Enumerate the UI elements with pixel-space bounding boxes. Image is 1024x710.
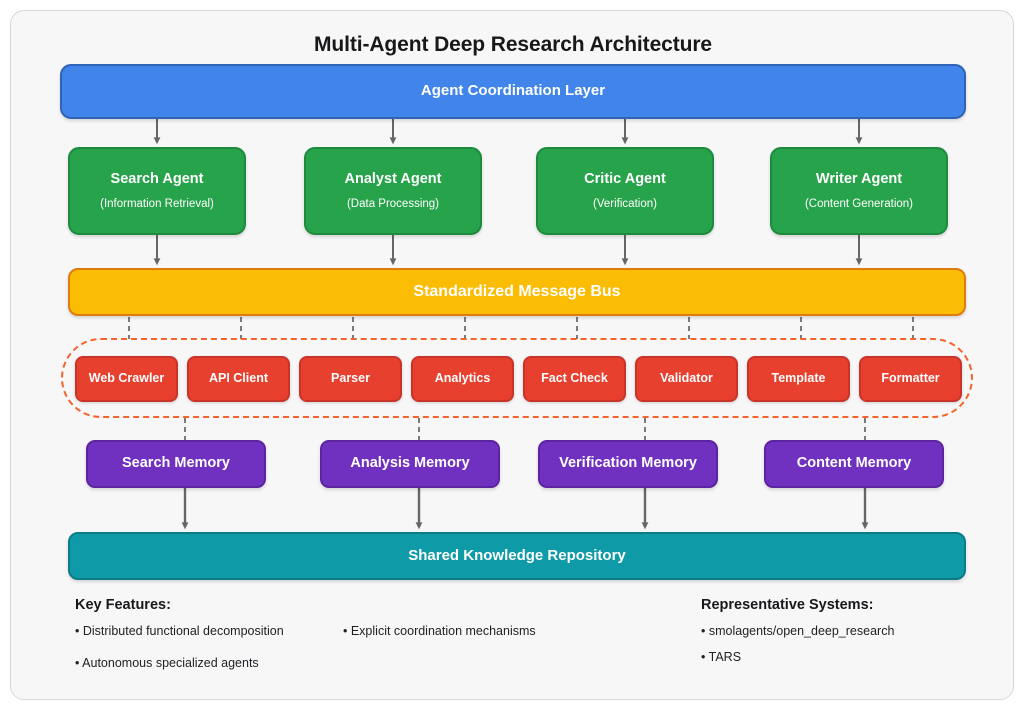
repository-label: Shared Knowledge Repository — [408, 546, 626, 564]
tool-label: Validator — [660, 371, 713, 386]
key-features-list: • Distributed functional decomposition •… — [75, 624, 675, 688]
agent-subtitle: (Verification) — [593, 198, 657, 211]
agent-box-critic[interactable]: Critic Agent (Verification) — [536, 147, 714, 235]
representative-system-item: • smolagents/open_deep_research — [701, 624, 895, 638]
key-features-heading: Key Features: — [75, 597, 171, 613]
tool-box-parser[interactable]: Parser — [299, 356, 402, 402]
memory-box-analysis[interactable]: Analysis Memory — [320, 440, 500, 488]
tool-label: API Client — [208, 371, 269, 386]
memory-box-content[interactable]: Content Memory — [764, 440, 944, 488]
agent-box-writer[interactable]: Writer Agent (Content Generation) — [770, 147, 948, 235]
memory-label: Search Memory — [122, 455, 230, 472]
tool-label: Fact Check — [541, 371, 608, 386]
tool-box-validator[interactable]: Validator — [635, 356, 738, 402]
memory-label: Content Memory — [796, 455, 912, 472]
key-feature-item: • Explicit coordination mechanisms — [343, 624, 536, 638]
representative-systems-list: • smolagents/open_deep_research • TARS — [701, 624, 1001, 664]
memory-box-search[interactable]: Search Memory — [86, 440, 266, 488]
key-features-section: Key Features: • Distributed functional d… — [75, 597, 675, 688]
tool-label: Web Crawler — [88, 371, 165, 386]
tool-box-formatter[interactable]: Formatter — [859, 356, 962, 402]
memory-label: Analysis Memory — [350, 455, 470, 472]
agent-name: Critic Agent — [584, 170, 666, 187]
agent-box-analyst[interactable]: Analyst Agent (Data Processing) — [304, 147, 482, 235]
representative-systems-heading: Representative Systems: — [701, 597, 874, 613]
diagram-footer: Key Features: • Distributed functional d… — [11, 597, 1013, 697]
tool-box-api-client[interactable]: API Client — [187, 356, 290, 402]
arrows-agents-to-bus — [153, 235, 863, 266]
memory-box-verification[interactable]: Verification Memory — [538, 440, 718, 488]
memory-label: Verification Memory — [559, 455, 697, 472]
agent-name: Writer Agent — [815, 170, 903, 187]
tool-box-template[interactable]: Template — [747, 356, 850, 402]
agent-coordination-layer[interactable]: Agent Coordination Layer — [60, 64, 966, 119]
agent-subtitle: (Content Generation) — [804, 198, 914, 211]
tool-label: Formatter — [881, 371, 940, 386]
tool-label: Analytics — [434, 371, 491, 386]
diagram-stage: Multi-Agent Deep Research Architecture — [11, 11, 1013, 699]
tool-box-fact-check[interactable]: Fact Check — [523, 356, 626, 402]
arrows-coordination-to-agents — [153, 119, 863, 145]
agent-box-search[interactable]: Search Agent (Information Retrieval) — [68, 147, 246, 235]
standardized-message-bus[interactable]: Standardized Message Bus — [68, 268, 966, 316]
dashed-tools-to-memories — [184, 418, 866, 440]
tool-box-web-crawler[interactable]: Web Crawler — [75, 356, 178, 402]
agent-subtitle: (Data Processing) — [346, 198, 440, 211]
agent-name: Search Agent — [110, 170, 204, 187]
arrows-memories-to-repository — [181, 488, 869, 530]
diagram-card: Multi-Agent Deep Research Architecture — [10, 10, 1014, 700]
tool-label: Parser — [331, 371, 370, 386]
message-bus-label: Standardized Message Bus — [413, 283, 621, 301]
representative-systems-section: Representative Systems: • smolagents/ope… — [701, 597, 1001, 676]
tool-label: Template — [771, 371, 826, 386]
agent-subtitle: (Information Retrieval) — [100, 198, 214, 211]
key-feature-item: • Autonomous specialized agents — [75, 656, 259, 670]
key-feature-item: • Distributed functional decomposition — [75, 624, 284, 638]
agent-name: Analyst Agent — [344, 170, 442, 187]
dashed-bus-to-tools — [128, 317, 914, 339]
representative-system-item: • TARS — [701, 650, 742, 664]
shared-knowledge-repository[interactable]: Shared Knowledge Repository — [68, 532, 966, 580]
agent-coordination-layer-label: Agent Coordination Layer — [420, 82, 606, 100]
tool-group-frame — [61, 338, 973, 418]
page-title: Multi-Agent Deep Research Architecture — [313, 33, 712, 56]
tool-box-analytics[interactable]: Analytics — [411, 356, 514, 402]
